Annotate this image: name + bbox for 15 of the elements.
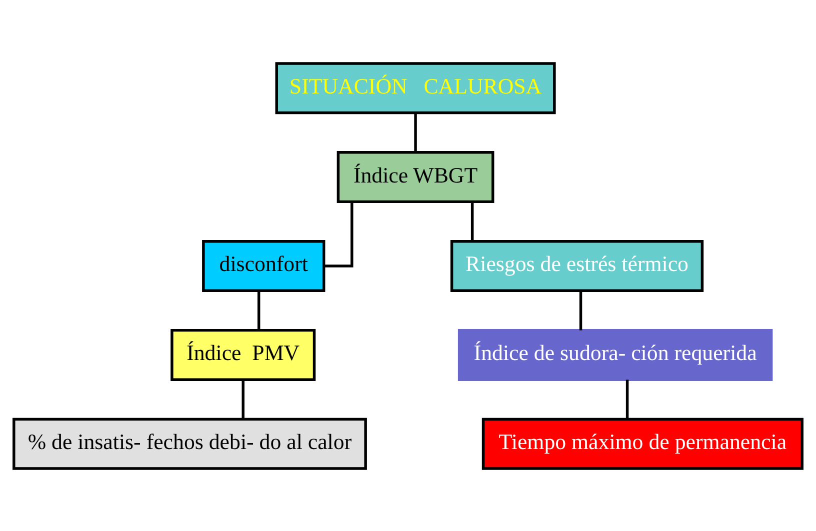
connector xyxy=(414,112,417,152)
connector xyxy=(470,201,474,241)
node-box: Índice PMV xyxy=(170,328,316,380)
node-box: Índice WBGT xyxy=(336,150,494,203)
node-box: Tiempo máximo de permanencia xyxy=(482,417,804,470)
node-box: Índice de sudora- ción requerida xyxy=(458,328,773,380)
node-box: Riesgos de estrés térmico xyxy=(450,240,704,292)
connector xyxy=(242,379,244,419)
node-box: % de insatis- fechos debi- do al calor xyxy=(12,417,367,470)
node-box: SITUACIÓN CALUROSA xyxy=(275,62,556,114)
connector xyxy=(626,379,629,419)
node-box: disconfort xyxy=(202,240,326,292)
connector xyxy=(257,290,260,330)
connector xyxy=(579,290,582,330)
connector xyxy=(324,201,354,267)
